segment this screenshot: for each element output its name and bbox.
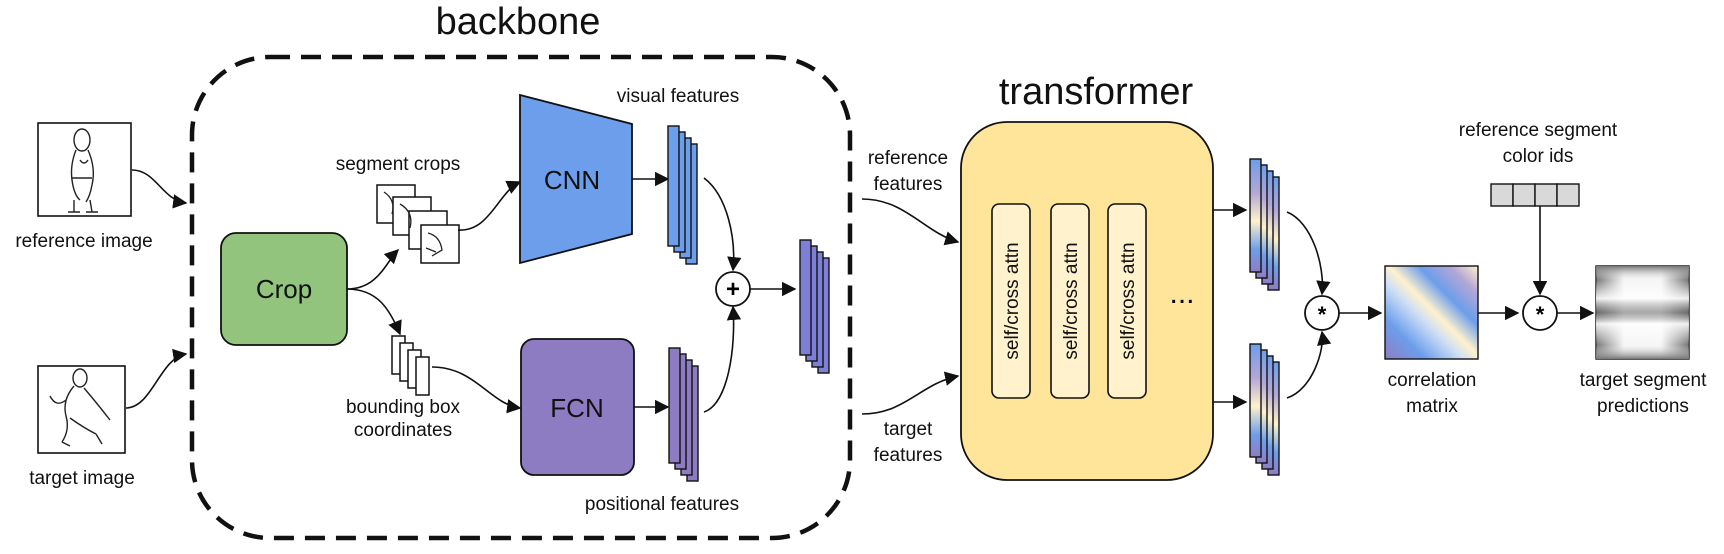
attention-block-1: self/cross attn [991, 203, 1031, 399]
transformer-title: transformer [999, 71, 1194, 113]
bounding-box-stack [391, 335, 430, 396]
target-segment-predictions [1595, 265, 1690, 360]
predictions-label-line2: predictions [1597, 396, 1689, 417]
cnn-label: CNN [544, 165, 600, 195]
svg-text:self/cross attn: self/cross attn [1061, 242, 1082, 359]
crop-label: Crop [256, 274, 312, 304]
reference-image-label: reference image [15, 231, 152, 252]
prediction-multiply-symbol: * [1536, 302, 1545, 327]
correlation-matrix [1384, 265, 1479, 360]
predictions-label-line1: target segment [1580, 370, 1707, 391]
target-features-label-line2: features [874, 445, 943, 466]
color-ids-label-line1: reference segment [1459, 120, 1618, 141]
target-output-features-stack [1249, 343, 1280, 476]
segment-crops-label: segment crops [336, 154, 461, 175]
color-id-cell [1512, 183, 1536, 207]
positional-features-stack [668, 347, 699, 482]
reference-output-features-stack [1249, 158, 1280, 291]
target-image-thumbnail [37, 365, 126, 454]
color-id-cell [1490, 183, 1514, 207]
bounding-box-label-line1: bounding box [346, 397, 461, 418]
fcn-label: FCN [550, 393, 603, 423]
cnn-block [519, 93, 633, 265]
visual-features-label: visual features [617, 86, 740, 107]
target-features-label-line1: target [884, 419, 933, 440]
attention-block-2: self/cross attn [1050, 203, 1090, 399]
color-ids-vector [1490, 183, 1580, 207]
sum-symbol: + [726, 276, 740, 303]
combined-features-stack [799, 239, 830, 374]
target-image-label: target image [29, 468, 135, 489]
backbone-title: backbone [436, 1, 601, 43]
bounding-box-label-line2: coordinates [354, 420, 452, 441]
positional-features-label: positional features [585, 494, 739, 515]
reference-image-thumbnail [37, 122, 132, 217]
correlation-multiply-symbol: * [1318, 302, 1327, 327]
more-blocks-ellipsis: ... [1169, 277, 1194, 310]
reference-features-label-line2: features [874, 174, 943, 195]
visual-features-stack [667, 125, 698, 265]
correlation-matrix-label-line1: correlation [1388, 370, 1477, 391]
correlation-matrix-label-line2: matrix [1406, 396, 1458, 417]
color-id-cell [1556, 183, 1580, 207]
attention-block-3: self/cross attn [1107, 203, 1147, 399]
backbone-boundary [189, 54, 853, 541]
reference-features-label-line1: reference [868, 148, 948, 169]
svg-text:self/cross attn: self/cross attn [1118, 242, 1139, 359]
color-ids-label-line2: color ids [1503, 146, 1574, 167]
segment-crop-stack [376, 184, 460, 264]
svg-text:self/cross attn: self/cross attn [1002, 242, 1023, 359]
color-id-cell [1534, 183, 1558, 207]
